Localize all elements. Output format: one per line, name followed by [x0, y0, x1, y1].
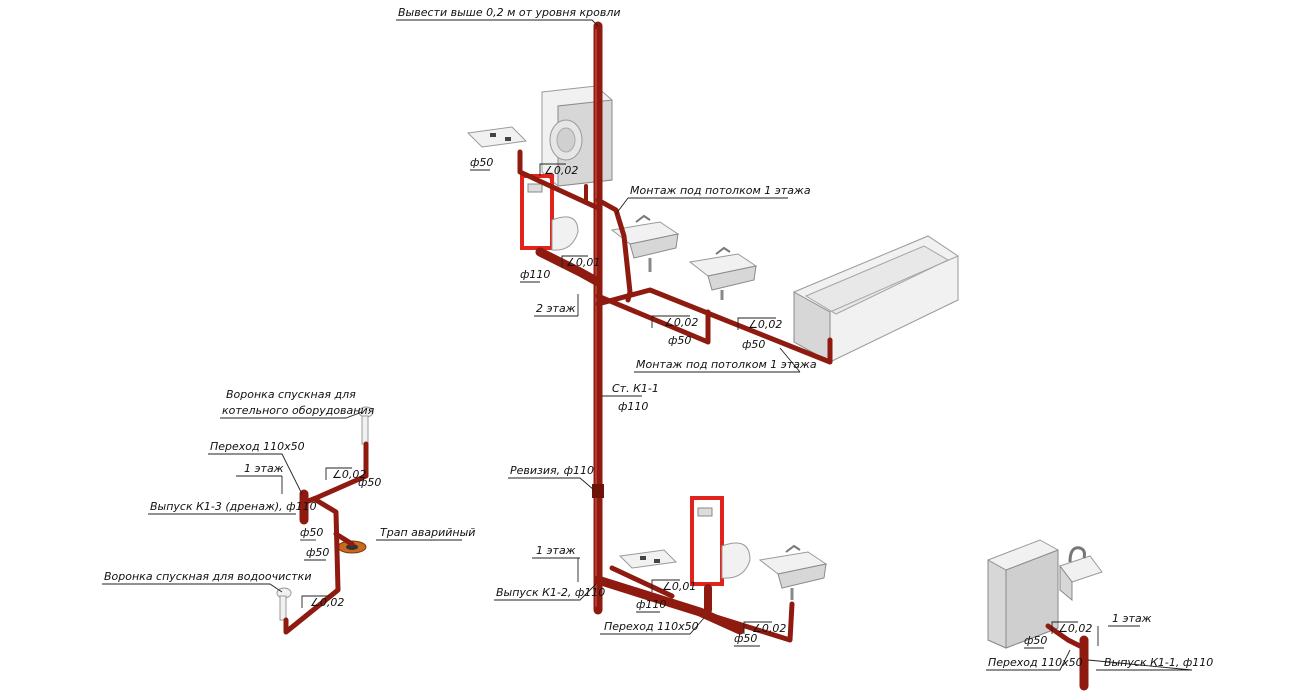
kitchen-sink-icon [1059, 546, 1103, 602]
dim-d50-right: ф50 [1024, 634, 1047, 647]
leader-lines [102, 19, 1193, 671]
toilet-installation-top-icon [520, 174, 579, 251]
washbasin-bottom-icon [758, 544, 828, 600]
outlet-k11-label: Выпуск К1-1, ф110 [1104, 656, 1213, 669]
emergency-trap-icon [337, 540, 367, 554]
trap-label: Трап аварийный [380, 526, 475, 539]
dim-slope-top: ∠0,02 [544, 164, 578, 177]
dim-d50-left-low: ф50 [306, 546, 329, 559]
dim-d50-left-mid: ф50 [300, 526, 323, 539]
revision-fitting [592, 484, 604, 498]
ceiling-top-label: Монтаж под потолком 1 этажа [630, 184, 811, 197]
dishwasher-icon [987, 539, 1059, 649]
dim-slope-wc-bottom: ∠0,01 [662, 580, 696, 593]
boiler-funnel-pipe [303, 441, 369, 505]
dim-slope-right: ∠0,02 [1058, 622, 1092, 635]
dim-slope-left-top: ∠0,02 [332, 468, 366, 481]
riser-diameter-label: ф110 [618, 400, 648, 413]
dim-d110-bottom: ф110 [636, 598, 666, 611]
washbasin-top-2-icon [688, 246, 758, 300]
outlet-k13-label: Выпуск К1-3 (дренаж), ф110 [150, 500, 317, 513]
outlet-k12-label: Выпуск К1-2, ф110 [496, 586, 605, 599]
sink-branch [595, 293, 711, 345]
shower-channel-bottom-icon [618, 549, 678, 569]
dim-slope-bottom: ∠0,02 [752, 622, 786, 635]
washbasin-top-1-icon [610, 214, 680, 272]
floor1-center-label: 1 этаж [536, 544, 576, 557]
funnel-boiler-label-2: котельного оборудования [222, 404, 375, 417]
pipe-network [283, 21, 1089, 691]
transition-left-label: Переход 110х50 [210, 440, 305, 453]
riser-label: Ст. К1-1 [612, 382, 659, 395]
water-treatment-funnel-icon [276, 587, 292, 621]
toilet-installation-bottom-icon [690, 496, 751, 586]
transition-center-label: Переход 110х50 [604, 620, 699, 633]
top-wc-branch [535, 247, 603, 287]
dim-d50-bottom: ф50 [734, 632, 757, 645]
top-channel-branch [517, 149, 601, 211]
dim-d50-bath: ф50 [742, 338, 765, 351]
labels: Вывести выше 0,2 м от уровня кровли Монт… [104, 6, 1213, 669]
dim-d50-sink1: ф50 [668, 334, 691, 347]
floor1-left-label: 1 этаж [244, 462, 284, 475]
dim-d50-left-top: ф50 [358, 476, 381, 489]
dim-slope-wc-top: ∠0,01 [566, 256, 600, 269]
funnel-boiler-label-1: Воронка спускная для [226, 388, 356, 401]
roof-label: Вывести выше 0,2 м от уровня кровли [398, 6, 621, 19]
dim-d50-top: ф50 [470, 156, 493, 169]
bathtub-icon [793, 235, 959, 363]
floor2-label: 2 этаж [536, 302, 576, 315]
shower-channel-icon [466, 126, 528, 148]
funnel-water-label: Воронка спускная для водоочистки [104, 570, 311, 583]
floor1-right-label: 1 этаж [1112, 612, 1152, 625]
dim-d110-top: ф110 [520, 268, 550, 281]
bath-branch [595, 287, 833, 365]
ceiling-bottom-label: Монтаж под потолком 1 этажа [636, 358, 817, 371]
transition-right-label: Переход 110х50 [988, 656, 1083, 669]
left-drain-pipe [283, 497, 341, 635]
dim-slope-bath: ∠0,02 [748, 318, 782, 331]
revision-label: Ревизия, ф110 [510, 464, 594, 477]
dim-slope-sink1: ∠0,02 [664, 316, 698, 329]
dim-slope-left-low: ∠0,02 [310, 596, 344, 609]
